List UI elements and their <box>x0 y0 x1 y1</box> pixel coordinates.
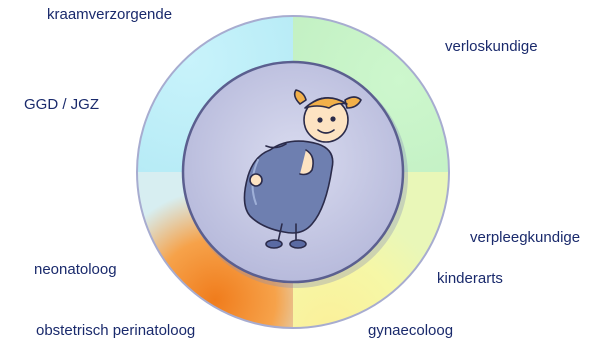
label-ggd-jgz: GGD / JGZ <box>24 96 99 113</box>
label-kraamverzorgende: kraamverzorgende <box>47 6 172 23</box>
label-gynaecoloog: gynaecoloog <box>368 322 453 339</box>
label-neonatoloog: neonatoloog <box>34 261 117 278</box>
label-verpleegkundige: verpleegkundige <box>470 229 580 246</box>
label-kinderarts: kinderarts <box>437 270 503 287</box>
label-obstetrisch-perinatoloog: obstetrisch perinatoloog <box>36 322 195 339</box>
label-verloskundige: verloskundige <box>445 38 538 55</box>
